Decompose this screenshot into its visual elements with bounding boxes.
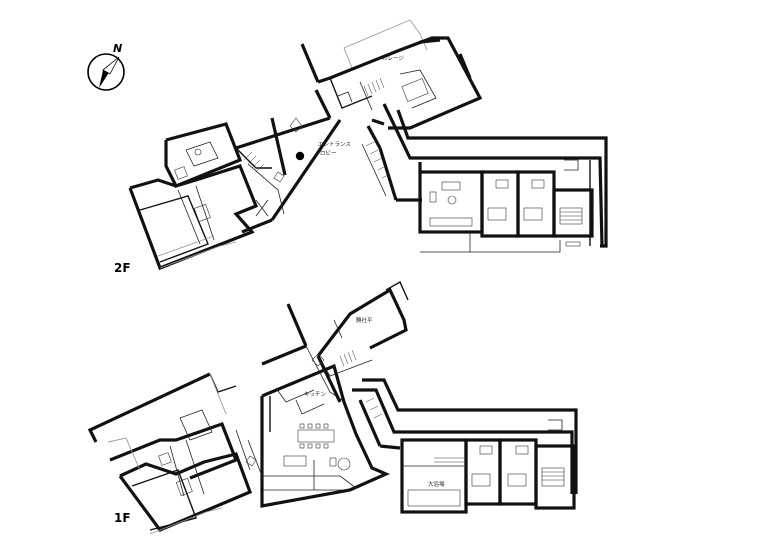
- west-wing-2f: [128, 122, 259, 271]
- dining-hall-1f: キッチン: [235, 363, 390, 508]
- north-wing-2f: [329, 36, 483, 130]
- garage-label: ガレージ: [382, 54, 404, 62]
- north-compass-icon: N: [87, 42, 125, 91]
- north-wing-1f: 勝社平: [316, 281, 409, 377]
- compass-north-label: N: [113, 42, 122, 55]
- east-corridor-2f: [361, 103, 608, 248]
- dining-chairs: [299, 423, 329, 449]
- stair-east-1f: [365, 397, 383, 419]
- lobby-label: ロビー: [320, 149, 337, 157]
- lobby-walls-1f: [87, 303, 343, 467]
- current-location-marker: [295, 151, 305, 161]
- plant-icon: [273, 117, 303, 183]
- east-corridor-1f: [352, 378, 578, 494]
- workshop-label: 勝社平: [356, 316, 373, 324]
- stair-north-1f: [339, 349, 357, 367]
- stair-lobby-2f: [243, 151, 265, 173]
- east-wing-2f: [418, 159, 594, 253]
- first-floor-plan: 勝社平: [87, 281, 578, 535]
- second-floor-plan: ガレージ: [114, 19, 608, 275]
- stair-east-2f: [365, 141, 391, 179]
- kitchen-label: キッチン: [304, 391, 327, 398]
- plant-icon-1f: [245, 353, 325, 467]
- entrance-label: エントランス: [318, 141, 351, 148]
- west-wing-1f: [107, 409, 253, 535]
- floor-label-2f: 2F: [114, 261, 131, 275]
- floor-label-1f: 1F: [114, 511, 131, 525]
- lobby-walls-2f: エントランス ロビー: [235, 43, 351, 234]
- stair-north-2f: [363, 77, 385, 97]
- bath-label: 大浴場: [428, 480, 445, 488]
- east-wing-1f: 大浴場: [400, 419, 576, 514]
